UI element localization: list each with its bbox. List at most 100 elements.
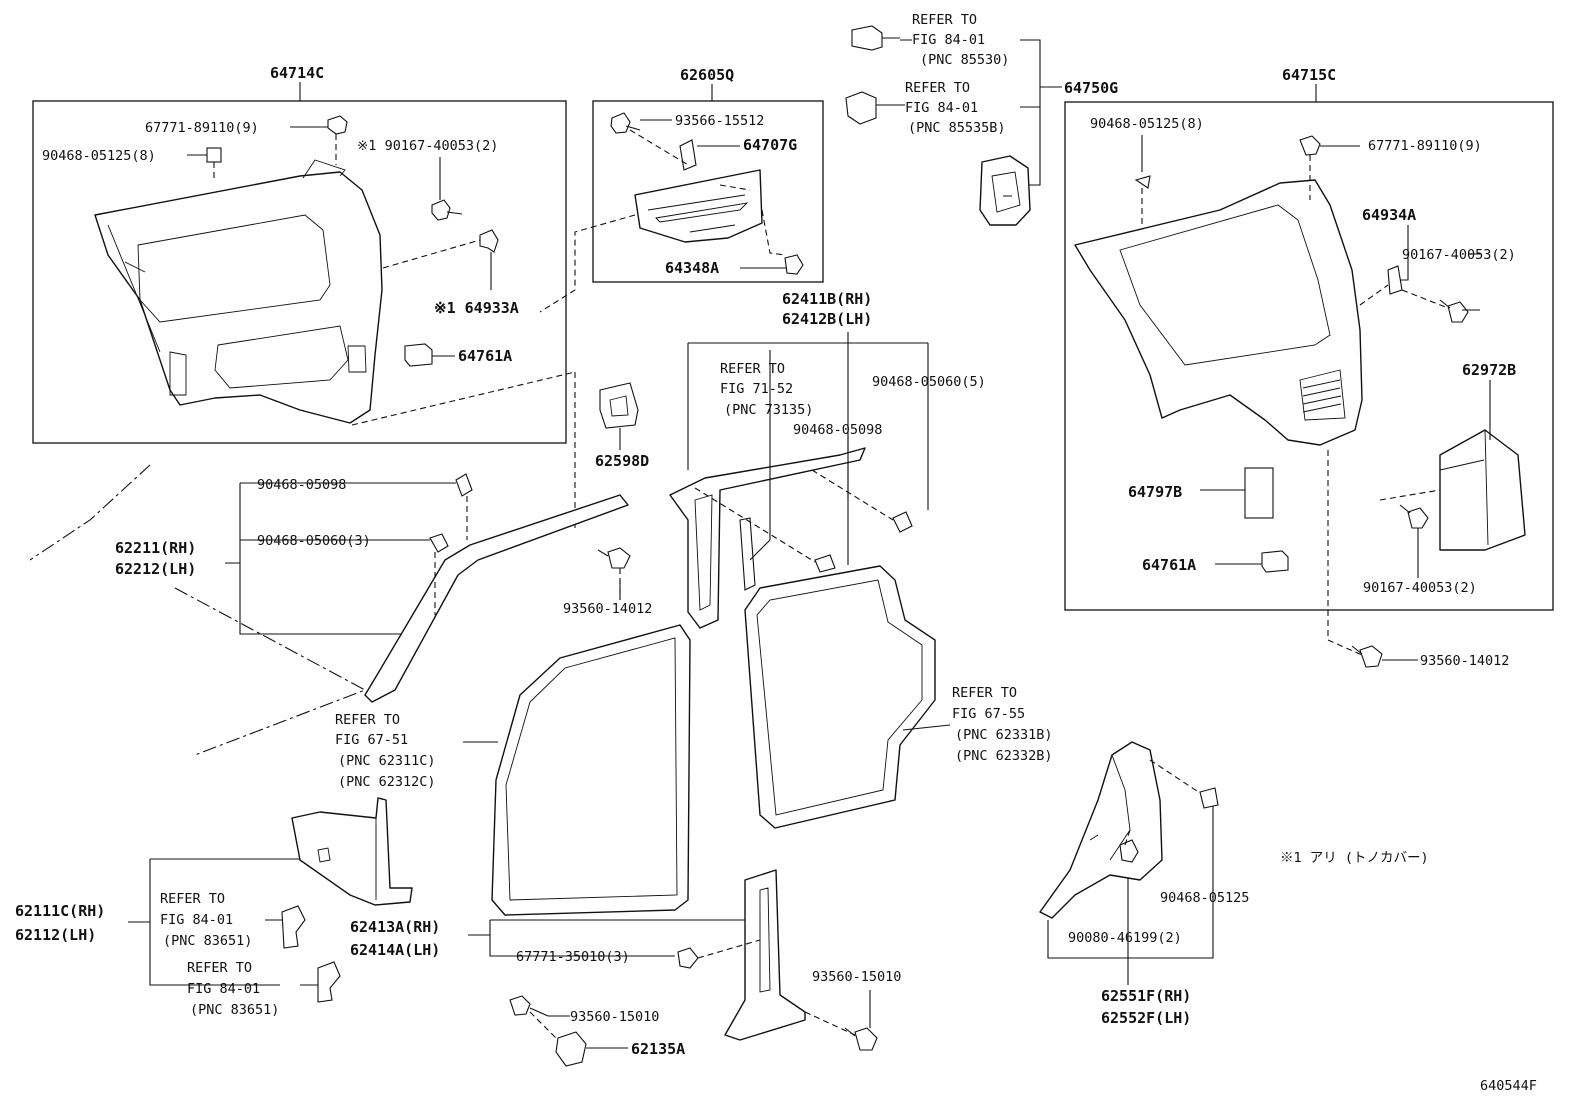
ref-85535B-line2: FIG 84-01 [905, 100, 978, 116]
callout-64934A: 64934A [1362, 206, 1416, 224]
callout-90167-40053-right2: 90167-40053(2) [1363, 580, 1477, 596]
callout-90468-05125-right: 90468-05125(8) [1090, 116, 1204, 132]
ref-83651b-line3: (PNC 83651) [190, 1002, 279, 1018]
weatherstrip-front [491, 624, 691, 916]
callout-62605Q: 62605Q [680, 66, 734, 84]
ref-67-51-line4: (PNC 62312C) [338, 774, 436, 790]
lamp-housing-85535B [845, 91, 877, 125]
callout-90468-05125-b: 90468-05125 [1160, 890, 1249, 906]
callout-93560-15010-b: 93560-15010 [812, 969, 901, 985]
ref-67-55-line4: (PNC 62332B) [955, 748, 1053, 764]
roof-rail-62211 [364, 494, 629, 703]
panel-64750G [979, 155, 1031, 226]
callout-62972B: 62972B [1462, 361, 1516, 379]
box-62605Q [592, 100, 824, 283]
callout-93566-15512: 93566-15512 [675, 113, 764, 129]
ref-83651a-line3: (PNC 83651) [163, 933, 252, 949]
callout-62411B: 62411B(RH) [782, 290, 872, 308]
bolt-90167-40053-right1 [1439, 299, 1469, 323]
ref-73135-line3: (PNC 73135) [724, 402, 813, 418]
ref-67-51-line3: (PNC 62311C) [338, 753, 436, 769]
grommet-64348A [784, 254, 804, 275]
bolt-90167-40053-left [431, 199, 463, 221]
callout-64348A: 64348A [665, 259, 719, 277]
callout-90468-05098-left: 90468-05098 [257, 477, 346, 493]
callout-62111C: 62111C(RH) [15, 902, 105, 920]
lamp-housing-85530 [851, 25, 900, 51]
weatherstrip-rear [744, 565, 936, 829]
clip-90468-05125-b [1199, 787, 1219, 809]
clip-90468-05060-5 [892, 511, 913, 533]
ref-83651b-line2: FIG 84-01 [187, 981, 260, 997]
bracket-64933A [479, 229, 499, 253]
ref-85530-line3: (PNC 85530) [920, 52, 1009, 68]
callout-90468-05125-left: 90468-05125(8) [42, 148, 156, 164]
callout-67771-35010: 67771-35010(3) [516, 949, 630, 965]
screw-93566-15512 [610, 112, 641, 134]
clip-83651b [317, 961, 341, 1003]
callout-90468-05060-5: 90468-05060(5) [872, 374, 986, 390]
cover-62598D [599, 382, 639, 429]
note-1: ※1 アリ (トノカバー) [1280, 850, 1429, 866]
clip-90468-05098-left [455, 473, 473, 497]
callout-93560-14012-center: 93560-14012 [563, 601, 652, 617]
callout-64761A-left: 64761A [458, 347, 512, 365]
bolt-93560-14012-center [597, 547, 631, 569]
callout-62414A: 62414A(LH) [350, 941, 440, 959]
callout-62135A: 62135A [631, 1040, 685, 1058]
callout-64750G: 64750G [1064, 79, 1118, 97]
ref-67-55-line3: (PNC 62331B) [955, 727, 1053, 743]
clip-pillar [739, 517, 756, 591]
callout-64715C: 64715C [1282, 66, 1336, 84]
callout-90080-46199: 90080-46199(2) [1068, 930, 1182, 946]
box-64715C [1064, 101, 1554, 611]
pillar-garnish-62411B [669, 447, 866, 629]
pad-64761A-right [1261, 550, 1289, 573]
ref-67-55-line1: REFER TO [952, 685, 1017, 701]
callout-67771-89110-left: 67771-89110(9) [145, 120, 259, 136]
callout-90468-05098-center: 90468-05098 [793, 422, 882, 438]
callout-62112: 62112(LH) [15, 926, 96, 944]
ref-85530-line2: FIG 84-01 [912, 32, 985, 48]
quarter-trim-right [1074, 179, 1363, 446]
callout-64797B: 64797B [1128, 483, 1182, 501]
callout-64761A-right: 64761A [1142, 556, 1196, 574]
ref-67-55-line2: FIG 67-55 [952, 706, 1025, 722]
ref-67-51-line2: FIG 67-51 [335, 732, 408, 748]
bracket-panel-62605Q [634, 169, 763, 243]
ref-83651a-line1: REFER TO [160, 891, 225, 907]
clip-90468-05060-3 [429, 533, 449, 553]
clip-83651a [281, 905, 306, 949]
figure-id: 640544F [1480, 1078, 1537, 1094]
ref-85535B-line3: (PNC 85535B) [908, 120, 1006, 136]
callout-62413A: 62413A(RH) [350, 918, 440, 936]
callout-64933A: ※1 64933A [434, 299, 519, 317]
clip-67771-35010 [677, 947, 699, 969]
clip-90080-46199 [1119, 839, 1139, 863]
ref-83651b-line1: REFER TO [187, 960, 252, 976]
quarter-trim-left [94, 171, 383, 424]
clip-90468-05125-right [1134, 175, 1151, 189]
callout-64707G: 64707G [743, 136, 797, 154]
pad-64797B [1244, 467, 1274, 519]
callout-93560-14012-right: 93560-14012 [1420, 653, 1509, 669]
callout-67771-89110-right: 67771-89110(9) [1368, 138, 1482, 154]
ref-73135-line2: FIG 71-52 [720, 381, 793, 397]
bolt-93560-15010-a [509, 995, 549, 1017]
callout-62412B: 62412B(LH) [782, 310, 872, 328]
callout-90167-40053-right1: 90167-40053(2) [1402, 247, 1516, 263]
callout-62212: 62212(LH) [115, 560, 196, 578]
wheelhouse-trim-62551F [1039, 741, 1163, 919]
callout-93560-15010-a: 93560-15010 [570, 1009, 659, 1025]
bracket-62135A [555, 1031, 587, 1067]
bolt-93560-14012-right [1351, 645, 1383, 668]
callout-62211: 62211(RH) [115, 539, 196, 557]
ref-85530-line1: REFER TO [912, 12, 977, 28]
callout-62552F: 62552F(LH) [1101, 1009, 1191, 1027]
callout-90468-05060-3: 90468-05060(3) [257, 533, 371, 549]
scuff-plate-62111C [291, 797, 413, 906]
pillar-lower-62413A [724, 869, 806, 1041]
clip-90468-05098-center [814, 554, 836, 573]
